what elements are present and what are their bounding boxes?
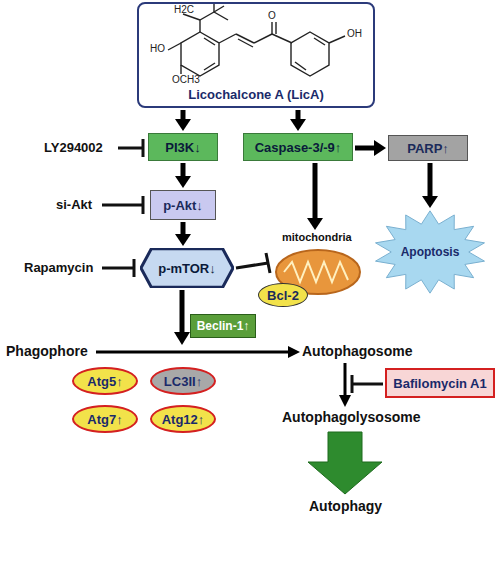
process-box: Bafilomycin A1 (385, 368, 495, 398)
node-label: PI3K↓ (165, 140, 200, 155)
burst-shape: Apoptosis (373, 210, 487, 294)
process-box: Atg12↑ (150, 405, 216, 433)
node-label: Atg12↑ (162, 412, 205, 427)
node-label: Bafilomycin A1 (393, 376, 486, 391)
arrow-connector (422, 163, 438, 208)
text-label: mitochondria (282, 231, 352, 243)
text-label: Autophagolysosome (282, 409, 420, 425)
process-box: Atg7↑ (72, 405, 138, 433)
node-label: LC3II↑ (164, 374, 202, 389)
text-label: Phagophore (6, 343, 88, 359)
node-label: Atg7↑ (87, 412, 122, 427)
arrow-connector (175, 222, 191, 246)
big-arrow (308, 432, 382, 494)
text-label: Rapamycin (24, 260, 93, 275)
node-label: p-Akt↓ (163, 198, 203, 213)
text-label: Autophagosome (302, 343, 412, 359)
chemical-structure (168, 4, 345, 76)
node-label: p-mTOR↓ (158, 261, 216, 276)
process-box: PI3K↓ (148, 133, 218, 161)
arrow (339, 363, 351, 407)
text-label: OCH3 (172, 74, 200, 85)
node-label: PARP↑ (407, 141, 449, 156)
arrow-connector (290, 110, 306, 131)
process-box: PARP↑ (388, 135, 468, 161)
process-box: Caspase-3/-9↑ (243, 133, 353, 161)
text-label: O (268, 10, 276, 21)
text-label: si-Akt (56, 197, 92, 212)
text-label: OH (347, 28, 362, 39)
process-box: Licochalcone A (LicA) (137, 2, 375, 108)
arrow-connector (175, 163, 191, 188)
process-box: p-Akt↓ (150, 190, 216, 220)
node-label: Bcl-2 (267, 288, 299, 303)
node-label: Beclin-1↑ (197, 319, 250, 333)
process-box: Atg5↑ (72, 367, 138, 395)
node-label: Apoptosis (401, 245, 460, 259)
text-label: Autophagy (309, 498, 382, 514)
text-label: H2C (174, 4, 194, 15)
arrow-connector (355, 140, 386, 156)
process-box: LC3II↑ (150, 367, 216, 395)
arrow (96, 346, 300, 358)
node-label: Atg5↑ (87, 374, 122, 389)
arrow (307, 163, 323, 230)
node-label: Caspase-3/-9↑ (255, 140, 342, 155)
arrow (174, 290, 190, 345)
text-label: HO (150, 43, 165, 54)
process-box: Beclin-1↑ (190, 314, 256, 338)
text-label: LY294002 (44, 140, 103, 155)
process-box: Bcl-2 (258, 283, 308, 307)
hexagon-box: p-mTOR↓ (140, 248, 234, 288)
arrow-connector (175, 110, 191, 131)
node-label: Licochalcone A (LicA) (188, 87, 324, 102)
